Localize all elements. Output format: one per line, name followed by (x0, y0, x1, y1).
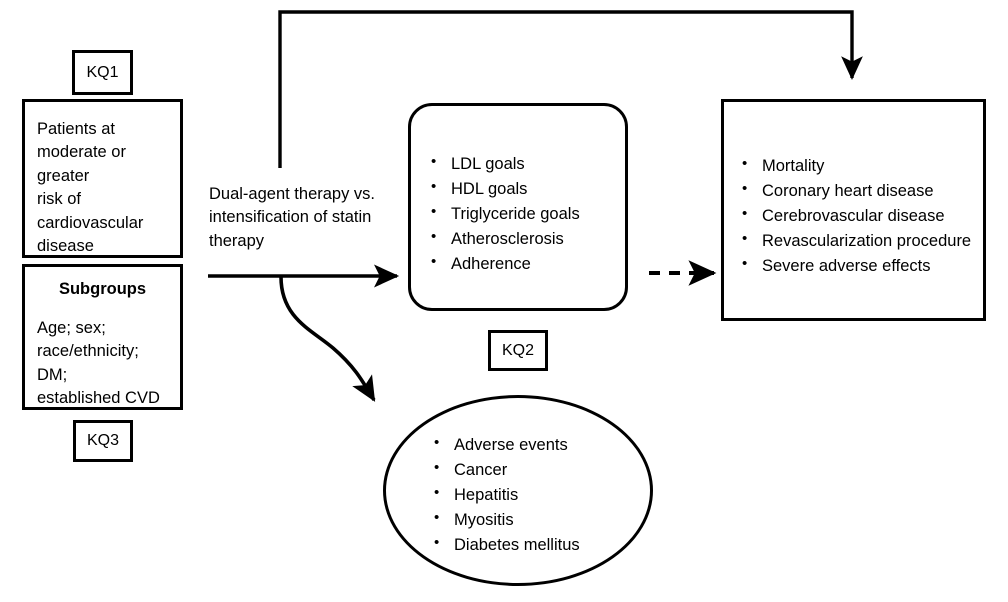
population-box[interactable]: Patients at moderate or greater risk of … (22, 99, 183, 258)
kq3-tag[interactable]: KQ3 (73, 420, 133, 462)
edge-intervention-to-harms-ellipse (279, 276, 376, 402)
intermediate-outcomes-list: LDL goals HDL goals Triglyceride goals A… (427, 151, 580, 277)
harms-ellipse[interactable]: Adverse events Cancer Hepatitis Myositis… (383, 395, 653, 586)
subgroups-box[interactable]: Subgroups Age; sex; race/ethnicity; DM; … (22, 264, 183, 410)
list-item: Diabetes mellitus (430, 532, 580, 558)
list-item: Myositis (430, 507, 580, 533)
list-item: Atherosclerosis (427, 226, 580, 252)
subgroups-box-title: Subgroups (58, 280, 147, 298)
population-box-text: Patients at moderate or greater risk of … (37, 120, 144, 256)
kq3-tag-label: KQ3 (86, 432, 119, 450)
subgroups-box-text: Age; sex; race/ethnicity; DM; establishe… (37, 319, 160, 408)
list-item: Mortality (738, 153, 971, 179)
list-item: Coronary heart disease (738, 178, 971, 204)
list-item: HDL goals (427, 176, 580, 202)
kq2-tag[interactable]: KQ2 (488, 330, 548, 371)
health-outcomes-box[interactable]: Mortality Coronary heart disease Cerebro… (721, 99, 986, 321)
list-item: Hepatitis (430, 482, 580, 508)
kq1-tag[interactable]: KQ1 (72, 50, 133, 95)
kq1-tag-label: KQ1 (86, 63, 119, 81)
harms-list: Adverse events Cancer Hepatitis Myositis… (430, 432, 580, 558)
list-item: Triglyceride goals (427, 201, 580, 227)
intervention-label: Dual-agent therapy vs. intensification o… (209, 185, 376, 250)
list-item: Severe adverse effects (738, 253, 971, 279)
list-item: Adherence (427, 251, 580, 277)
kq2-tag-label: KQ2 (501, 341, 534, 359)
list-item: Adverse events (430, 432, 580, 458)
list-item: Revascularization procedure (738, 228, 971, 254)
list-item: Cancer (430, 457, 580, 483)
list-item: LDL goals (427, 151, 580, 177)
list-item: Cerebrovascular disease (738, 203, 971, 229)
intermediate-outcomes-box[interactable]: LDL goals HDL goals Triglyceride goals A… (408, 103, 628, 311)
health-outcomes-list: Mortality Coronary heart disease Cerebro… (738, 153, 971, 279)
